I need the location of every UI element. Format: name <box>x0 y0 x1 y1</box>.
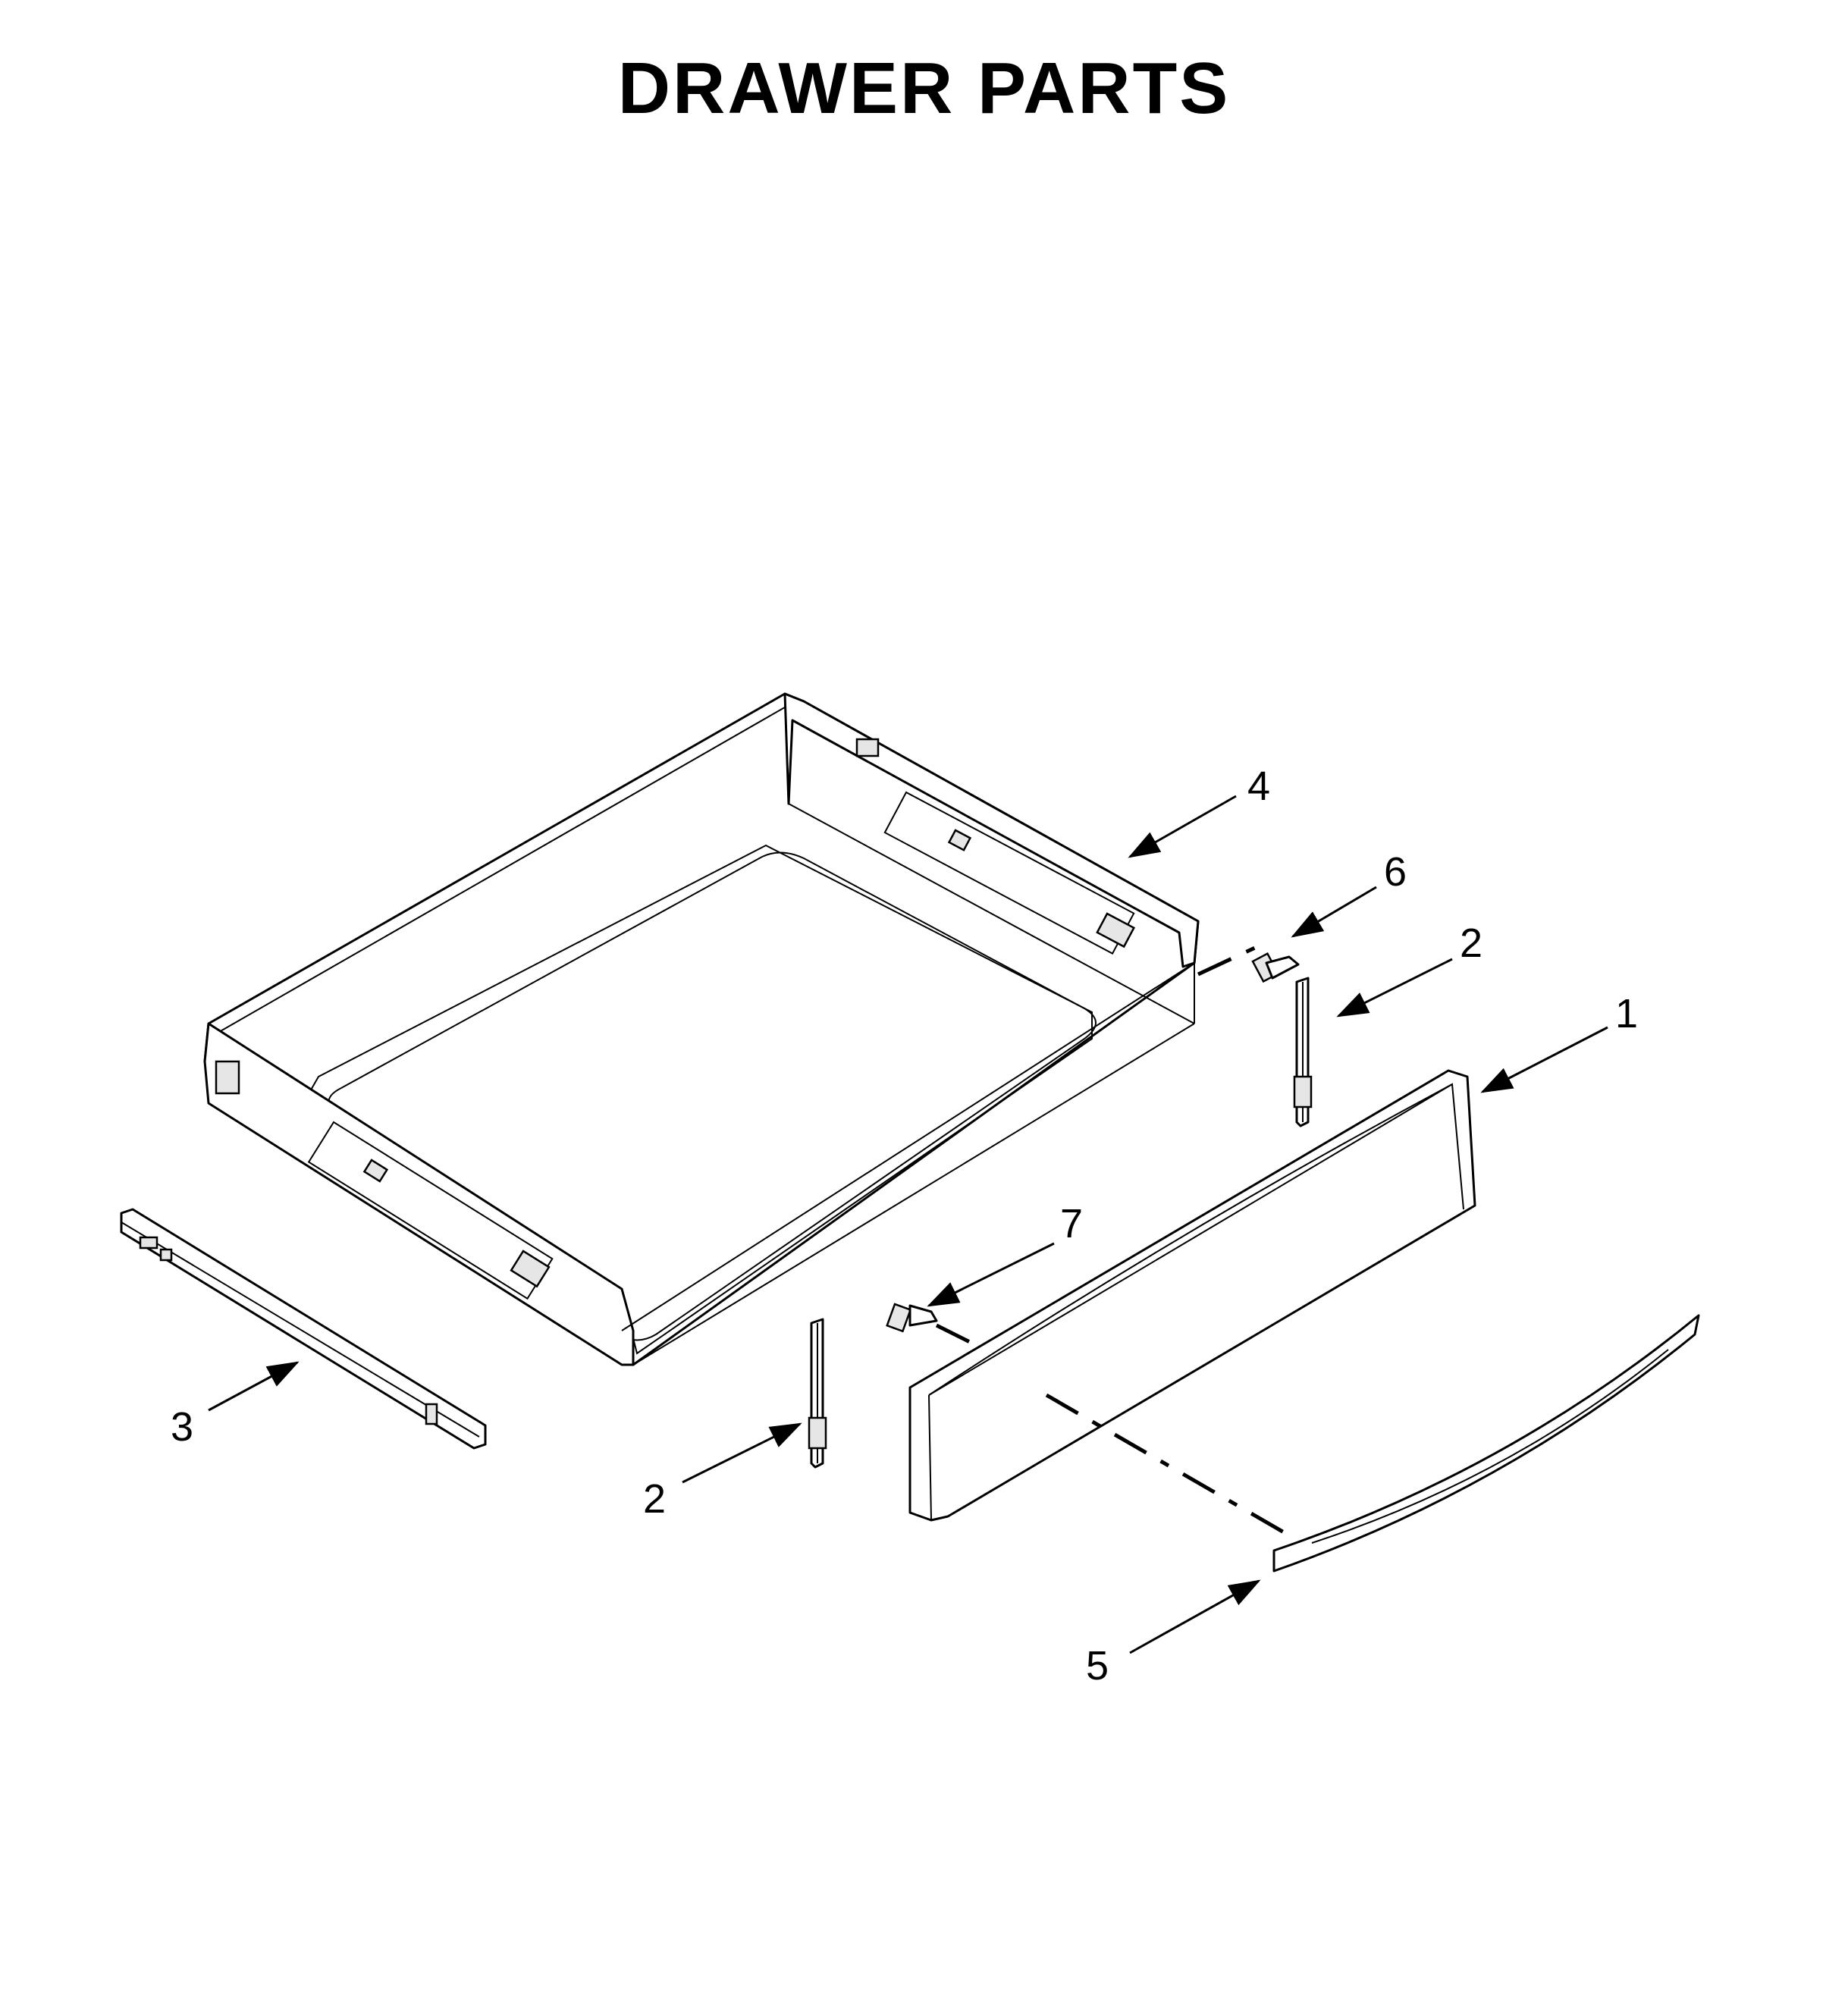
assembly-line-trim <box>1045 1393 1291 1538</box>
drawer-front-panel-part-1 <box>908 1069 1476 1522</box>
assembly-line-screw-6 <box>1197 945 1257 977</box>
leader-arrow-2-right <box>1336 958 1453 1018</box>
callout-5: 5 <box>1086 1643 1109 1689</box>
drawer-trim-part-5 <box>1272 1314 1700 1573</box>
callout-3: 3 <box>171 1404 193 1450</box>
drawer-slide-rail-part-3 <box>120 1208 487 1450</box>
callout-4: 4 <box>1247 764 1270 809</box>
page-title: DRAWER PARTS <box>617 48 1231 129</box>
assembly-line-screw-7 <box>935 1323 984 1350</box>
slide-bracket-part-2-right <box>1293 977 1313 1127</box>
leader-arrow-4 <box>1128 795 1237 858</box>
leader-arrow-3 <box>208 1361 300 1412</box>
leader-arrow-2-left <box>682 1422 802 1484</box>
callout-7: 7 <box>1060 1201 1083 1246</box>
leader-arrow-1 <box>1480 1026 1608 1093</box>
callout-2-right: 2 <box>1460 920 1482 966</box>
screw-part-6 <box>1251 952 1300 983</box>
leader-arrow-6 <box>1291 886 1377 938</box>
drawer-body-part-4 <box>203 692 1200 1366</box>
screw-part-7 <box>886 1303 938 1333</box>
leader-arrow-5 <box>1129 1579 1261 1654</box>
callout-2-left: 2 <box>643 1476 666 1522</box>
slide-bracket-part-2-left <box>808 1318 827 1469</box>
callout-1: 1 <box>1615 991 1638 1036</box>
callout-6: 6 <box>1384 849 1407 895</box>
leader-arrow-7 <box>927 1242 1055 1307</box>
